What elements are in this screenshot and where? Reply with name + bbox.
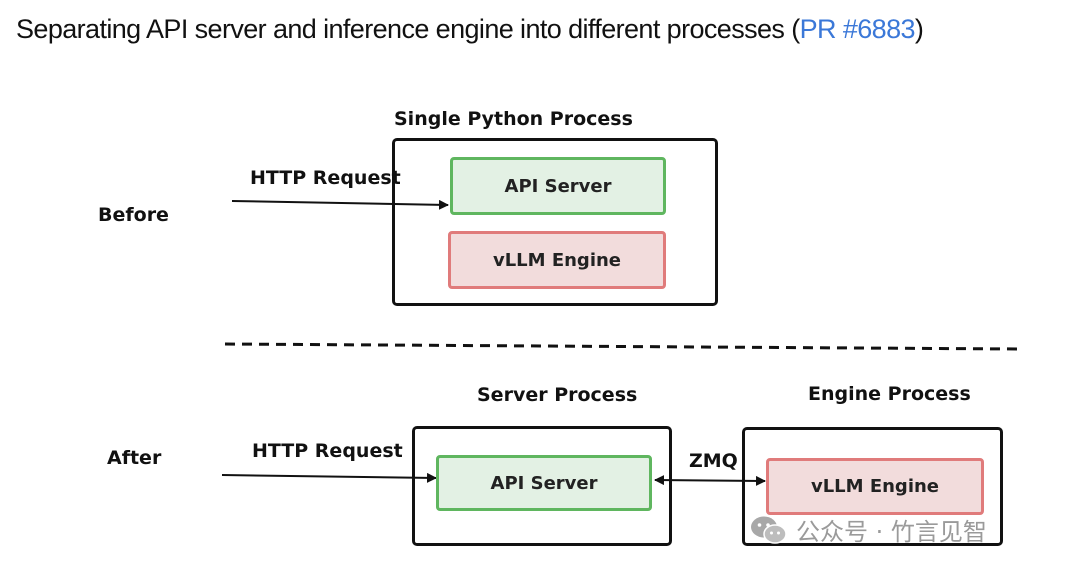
single-process-box	[392, 138, 718, 306]
after-vllm-engine: vLLM Engine	[766, 458, 984, 515]
zmq-label: ZMQ	[689, 450, 738, 472]
server-process-box	[412, 426, 672, 546]
after-label: After	[107, 447, 162, 469]
zmq-arrow	[654, 475, 766, 486]
watermark: 公众号 · 竹言见智	[750, 512, 987, 547]
before-vllm-engine: vLLM Engine	[448, 231, 666, 289]
engine-process-box	[742, 427, 1003, 546]
title-text: Separating API server and inference engi…	[16, 14, 800, 44]
section-divider	[224, 342, 1019, 351]
pr-link[interactable]: PR #6883	[799, 14, 916, 44]
after-request-arrow	[221, 472, 437, 483]
before-request-arrow	[231, 199, 449, 210]
before-label: Before	[98, 204, 169, 226]
before-http-request-label: HTTP Request	[250, 167, 401, 189]
wechat-icon	[751, 516, 787, 544]
server-process-label: Server Process	[477, 384, 638, 406]
engine-process-label: Engine Process	[808, 383, 971, 405]
before-api-server: API Server	[450, 157, 666, 215]
after-api-server: API Server	[436, 455, 652, 511]
title-close: )	[914, 14, 924, 44]
page-title: Separating API server and inference engi…	[16, 14, 924, 45]
watermark-text: 公众号 · 竹言见智	[796, 518, 987, 546]
single-process-label: Single Python Process	[394, 108, 633, 130]
after-http-request-label: HTTP Request	[252, 440, 403, 462]
